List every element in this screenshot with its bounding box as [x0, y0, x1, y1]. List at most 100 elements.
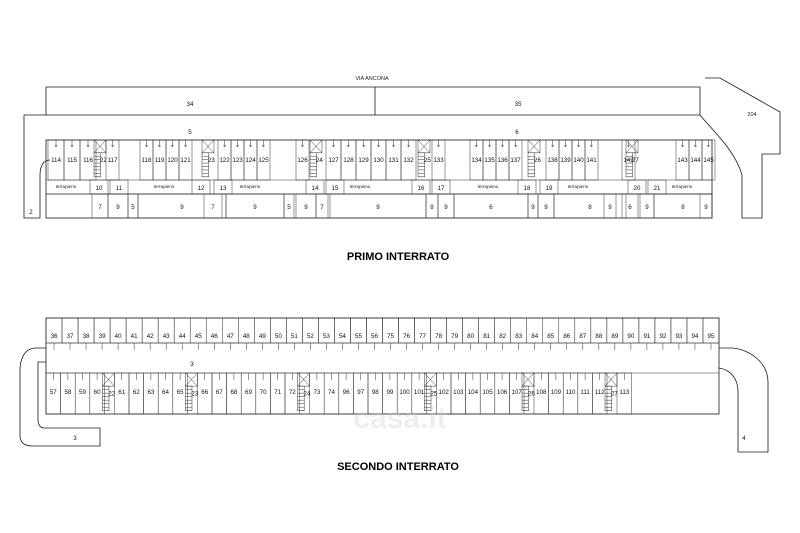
storage-cell-number: 9	[253, 204, 257, 211]
storage-cell-number: 9	[608, 204, 612, 211]
garage-number: 114	[51, 157, 61, 164]
garage-number: 37	[67, 333, 74, 340]
garage-number: 126	[297, 157, 308, 164]
garage-number: 102	[439, 389, 450, 396]
garage-number: 70	[260, 389, 267, 396]
garage-number: 111	[580, 389, 590, 396]
ramp-label-4: 4	[742, 435, 746, 442]
storage-cell-number: 9	[304, 204, 308, 211]
corner-label: 204	[747, 112, 756, 118]
garage-number: 91	[643, 333, 650, 340]
ramp-label-2: 2	[29, 209, 33, 216]
garage-number: 55	[355, 333, 362, 340]
lower-stair-25: 25	[424, 372, 438, 411]
storage-cell-number: 7	[320, 204, 324, 211]
garage-number: 87	[579, 333, 586, 340]
stair-number: 27	[611, 391, 618, 398]
garage-number: 47	[227, 333, 234, 340]
garage-number: 119	[155, 157, 165, 164]
stair-26: 26	[527, 139, 541, 178]
garage-number: 128	[343, 157, 354, 164]
garage-number: 109	[551, 389, 562, 396]
garage-number: 57	[50, 389, 57, 396]
garage-number: 134	[471, 157, 482, 164]
storage-cell-number: 6	[489, 204, 493, 211]
garage-number: 52	[307, 333, 314, 340]
storage-cell-number: 6	[628, 204, 632, 211]
small-unit-number: 12	[198, 185, 205, 192]
block-label-6: 6	[515, 129, 519, 136]
stair-number: 26	[534, 157, 541, 164]
garage-number: 120	[167, 157, 178, 164]
title-primo-interrato: PRIMO INTERRATO	[347, 251, 450, 263]
small-unit-number: 19	[546, 185, 553, 192]
stair-22: 22	[93, 139, 107, 178]
garage-number: 122	[219, 157, 230, 164]
watermark: casa.it	[353, 402, 446, 435]
garage-number: 84	[531, 333, 538, 340]
small-unit-number: 21	[654, 185, 661, 192]
garage-number: 130	[373, 157, 384, 164]
terrapieno-label: terrapieno	[350, 184, 371, 189]
garage-number: 108	[536, 389, 547, 396]
terrapieno-label: terrapieno	[240, 184, 261, 189]
garage-number: 123	[232, 157, 243, 164]
left-ramp	[23, 114, 51, 219]
garage-number: 85	[547, 333, 554, 340]
stair-number: 24	[316, 157, 323, 164]
garage-number: 80	[467, 333, 474, 340]
storage-cell-number: 9	[544, 204, 548, 211]
storage-cell-number: 5	[287, 204, 291, 211]
garage-number: 68	[230, 389, 237, 396]
garage-number: 93	[675, 333, 682, 340]
garage-number: 36	[51, 333, 58, 340]
garage-number: 40	[115, 333, 122, 340]
garage-number: 51	[291, 333, 298, 340]
title-secondo-interrato: SECONDO INTERRATO	[337, 461, 459, 473]
garage-number: 116	[83, 157, 93, 164]
garage-number: 86	[563, 333, 570, 340]
garage-number: 95	[708, 333, 715, 340]
garage-number: 127	[328, 157, 339, 164]
garage-number: 96	[343, 389, 350, 396]
garage-number: 74	[328, 389, 335, 396]
lot-label-34: 34	[187, 101, 194, 108]
stair-25: 25	[417, 139, 431, 178]
lower-stair-23: 23	[185, 372, 199, 411]
storage-cell	[203, 193, 223, 219]
garage-number: 69	[245, 389, 252, 396]
garage-number: 101	[414, 389, 425, 396]
corner-building	[699, 77, 781, 219]
garage-number: 142	[623, 157, 634, 164]
storage-cell-number: 5	[131, 204, 135, 211]
garage-number: 45	[195, 333, 202, 340]
stair-number: 25	[430, 391, 437, 398]
garage-number: 115	[67, 157, 77, 164]
garage-number: 143	[677, 157, 688, 164]
garage-number: 133	[433, 157, 444, 164]
garage-number: 82	[499, 333, 506, 340]
small-unit-number: 11	[116, 185, 123, 192]
garage-number: 106	[497, 389, 508, 396]
garage-number: 107	[512, 389, 523, 396]
garage-number: 105	[482, 389, 493, 396]
garage-number: 144	[690, 157, 701, 164]
garage-number: 83	[515, 333, 522, 340]
storage-cell-number: 8	[588, 204, 592, 211]
storage-cell	[699, 193, 713, 219]
terrapieno-label: terrapieno	[56, 184, 77, 189]
garage-number: 50	[275, 333, 282, 340]
garage-number: 65	[177, 389, 184, 396]
garage-number: 129	[358, 157, 369, 164]
storage-cell-number: 9	[531, 204, 535, 211]
garage-number: 53	[323, 333, 330, 340]
garage-number: 139	[560, 157, 571, 164]
storage-cell	[315, 193, 329, 219]
garage-number: 90	[627, 333, 634, 340]
garage-number: 88	[595, 333, 602, 340]
stair-number: 27	[632, 157, 639, 164]
